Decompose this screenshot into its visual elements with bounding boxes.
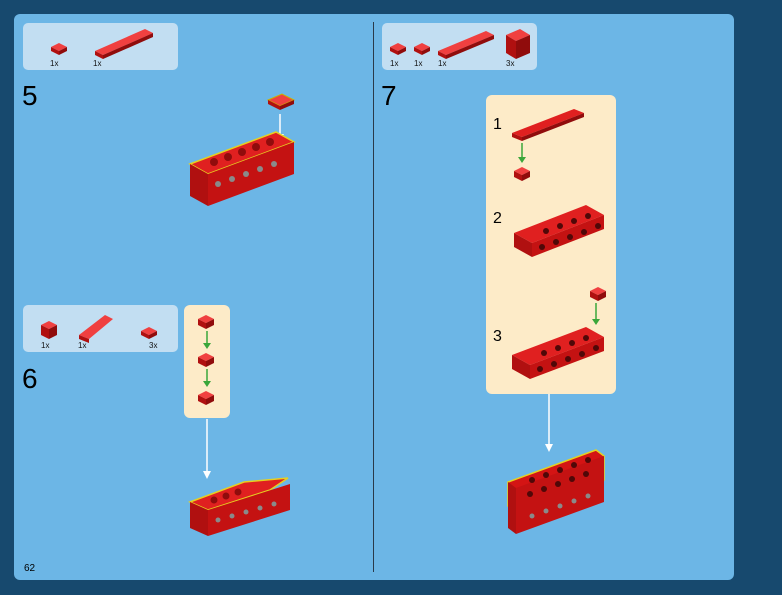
- step7-part2-qty: 1x: [414, 59, 423, 68]
- step6-part3-qty: 3x: [149, 341, 158, 350]
- step6-number: 6: [22, 363, 38, 394]
- instruction-page: 1x 1x 5 1x 1x 3x 6: [14, 14, 734, 580]
- step6-subassembly-illustration: [198, 315, 214, 405]
- step7-model-illustration: [507, 449, 605, 534]
- step7-parts-icon: [390, 29, 530, 59]
- step7-subassembly-box: 1 2 3: [486, 95, 616, 394]
- step6-parts-icon: [41, 315, 157, 343]
- step5-parts-callout: 1x 1x: [23, 23, 178, 70]
- step6-model-illustration: [188, 477, 290, 536]
- step7-substep3-number: 3: [493, 328, 502, 345]
- step5-number: 5: [22, 80, 38, 111]
- step7-part1-qty: 1x: [390, 59, 399, 68]
- step7-number: 7: [381, 80, 397, 111]
- step6-attach-arrow: [203, 419, 211, 479]
- page-number: 62: [24, 563, 36, 574]
- step5-part2-qty: 1x: [93, 59, 102, 68]
- step7-substep1-number: 1: [493, 116, 502, 133]
- step7-part4-qty: 3x: [506, 59, 515, 68]
- step6-subassembly-box: [184, 305, 230, 418]
- step5-model-illustration: [188, 93, 296, 206]
- step7-parts-callout: 1x 1x 1x 3x: [382, 23, 537, 70]
- step5-part1-qty: 1x: [50, 59, 59, 68]
- step5-parts-icon: [51, 29, 153, 59]
- step7-subassembly-illustration: [512, 109, 606, 379]
- step6-part1-qty: 1x: [41, 341, 50, 350]
- step7-substep2-number: 2: [493, 210, 502, 227]
- step6-parts-callout: 1x 1x 3x: [23, 305, 178, 352]
- step7-attach-arrow: [545, 394, 553, 452]
- step6-part2-qty: 1x: [78, 341, 87, 350]
- page-divider: [373, 22, 374, 572]
- step7-part3-qty: 1x: [438, 59, 447, 68]
